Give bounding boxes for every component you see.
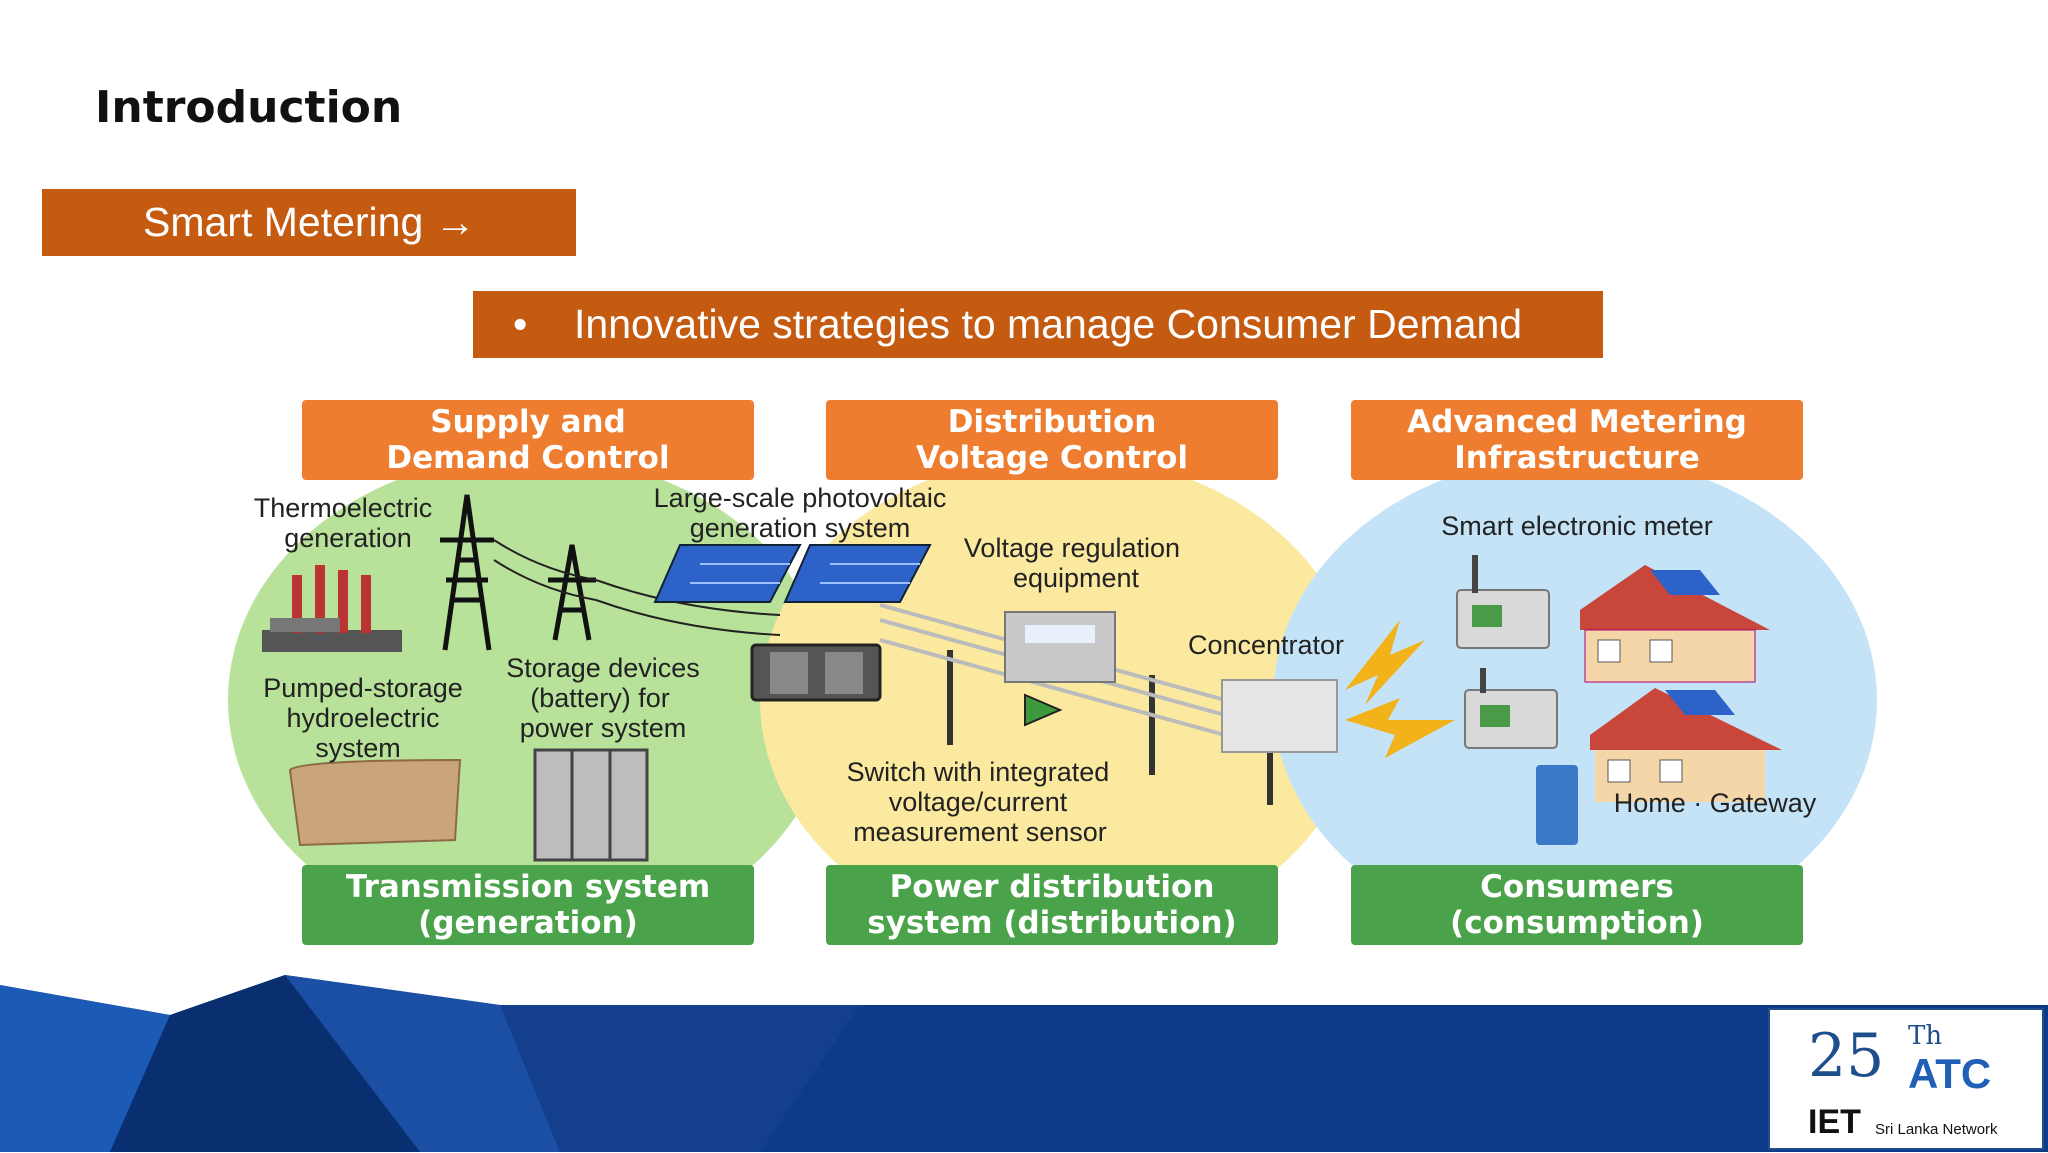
bullet-bar: • Innovative strategies to manage Consum…	[473, 291, 1603, 358]
smart-meter-icon	[1456, 555, 1558, 749]
transformer-icon	[750, 643, 882, 702]
bullet-text: Innovative strategies to manage Consumer…	[574, 301, 1523, 347]
transmission-tower-icon	[440, 494, 596, 651]
label-thermo-l1: Thermoelectric	[254, 493, 433, 523]
atc-logo: 25 Th ATC IET Sri Lanka Network	[1768, 1008, 2044, 1150]
storage-battery-icon	[533, 748, 649, 862]
label-concentrator: Concentrator	[1188, 630, 1344, 660]
solar-panel-icon	[653, 544, 932, 603]
logo-acronym: ATC	[1908, 1050, 1991, 1097]
header-distribution-box	[826, 400, 1278, 480]
label-switch-l3: measurement sensor	[853, 817, 1107, 847]
label-pumped-l3: system	[315, 733, 401, 763]
label-pv-l1: Large-scale photovoltaic	[654, 483, 947, 513]
section-label: Smart Metering →	[143, 199, 476, 245]
header-ami-l1: Advanced Metering	[1407, 404, 1747, 440]
label-smart-meter: Smart electronic meter	[1441, 511, 1713, 541]
home-gateway-icon	[1536, 765, 1578, 845]
footer-band	[0, 975, 2048, 1152]
footer-power-box	[826, 865, 1278, 945]
footer-power-l2: system (distribution)	[867, 905, 1236, 941]
label-vreg-l1: Voltage regulation	[964, 533, 1180, 563]
label-storage-l3: power system	[520, 713, 687, 743]
power-plant-icon	[262, 565, 402, 652]
footer-power-l1: Power distribution	[890, 869, 1215, 905]
footer-consumers-l1: Consumers	[1480, 869, 1674, 905]
header-supply-l1: Supply and	[430, 404, 626, 440]
header-distribution-l2: Voltage Control	[916, 440, 1188, 476]
label-storage-l1: Storage devices	[506, 653, 700, 683]
label-switch-l2: voltage/current	[889, 787, 1068, 817]
bullet-dot: •	[513, 301, 528, 347]
switch-sensor-icon	[1024, 693, 1063, 727]
label-pumped-l2: hydroelectric	[286, 703, 439, 733]
header-ami-l2: Infrastructure	[1454, 440, 1700, 476]
voltage-regulator-icon	[1004, 611, 1116, 683]
zone-consumers	[1273, 455, 1877, 945]
logo-number: 25	[1808, 1021, 1884, 1091]
pumped-storage-icon	[288, 758, 462, 847]
footer-transmission-l2: (generation)	[418, 905, 638, 941]
label-vreg-l2: equipment	[1013, 563, 1140, 593]
header-supply-l2: Demand Control	[386, 440, 669, 476]
logo-network: Sri Lanka Network	[1875, 1121, 1998, 1138]
footer-consumers-l2: (consumption)	[1450, 905, 1704, 941]
header-distribution-l1: Distribution	[948, 404, 1157, 440]
footer-transmission-l1: Transmission system	[346, 869, 710, 905]
logo-superscript: Th	[1908, 1021, 1942, 1051]
footer-consumers-box	[1351, 865, 1803, 945]
concentrator-icon	[1221, 679, 1338, 753]
label-storage-l2: (battery) for	[530, 683, 670, 713]
house-icon	[1580, 565, 1782, 802]
footer-transmission-box	[302, 865, 754, 945]
power-lines	[493, 539, 781, 636]
lightning-icon	[1345, 620, 1455, 758]
label-pumped-l1: Pumped-storage	[263, 673, 463, 703]
label-thermo-l2: generation	[284, 523, 412, 553]
section-label-bar: Smart Metering →	[42, 189, 576, 256]
header-ami-box	[1351, 400, 1803, 480]
header-supply-box	[302, 400, 754, 480]
label-switch-l1: Switch with integrated	[847, 757, 1110, 787]
label-pv-l2: generation system	[690, 513, 911, 543]
slide-title: Introduction	[95, 82, 403, 133]
label-gateway: Home · Gateway	[1614, 788, 1817, 818]
logo-org: IET	[1808, 1103, 1861, 1141]
